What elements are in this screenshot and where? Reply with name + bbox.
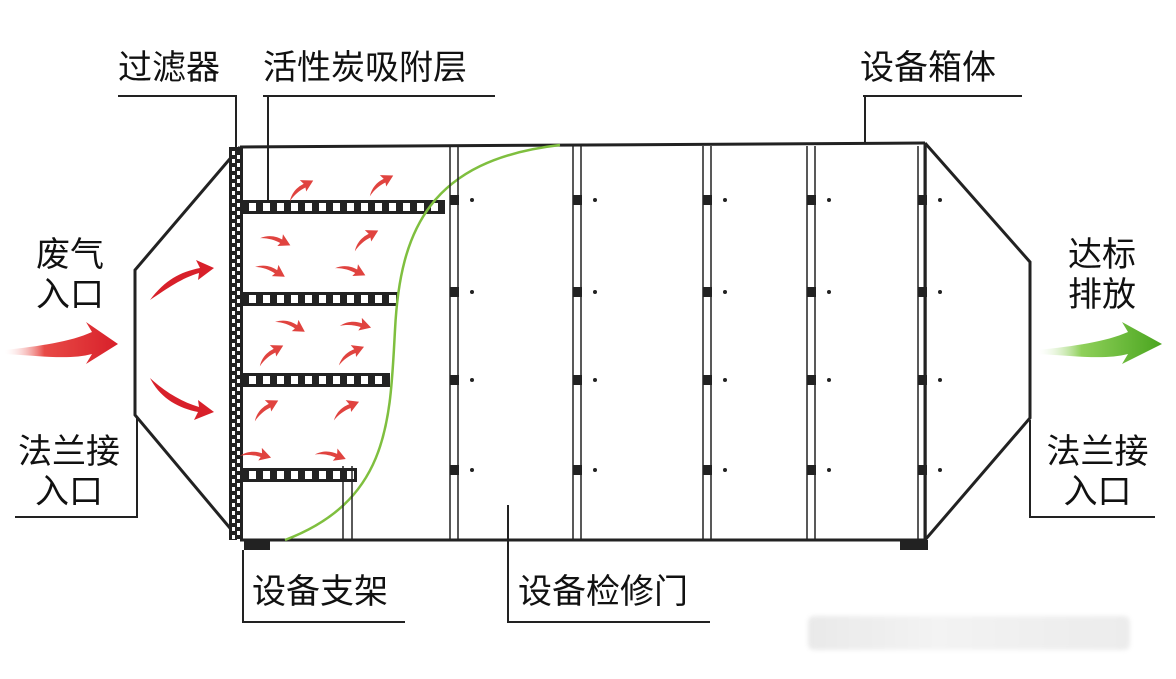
support-foot-left xyxy=(244,540,270,550)
access-door-frames xyxy=(449,146,942,540)
internal-airflow-arrows xyxy=(239,175,394,461)
carbon-layer xyxy=(243,200,445,214)
label-filter: 过滤器 xyxy=(118,48,220,88)
airflow-arrow xyxy=(254,400,279,422)
carbon-layer xyxy=(243,373,390,387)
support-foot-right xyxy=(900,540,928,550)
flow-boundary-curve xyxy=(284,143,561,542)
airflow-arrow xyxy=(334,264,366,276)
label-flange-inlet-left: 法兰接入口 xyxy=(18,432,120,512)
discharge-arrow xyxy=(1038,322,1162,364)
airflow-arrow xyxy=(275,319,305,332)
label-waste-gas-inlet: 废气入口 xyxy=(36,235,104,315)
label-support: 设备支架 xyxy=(252,572,388,612)
carbon-layer xyxy=(243,468,357,482)
airflow-arrow xyxy=(339,317,372,331)
airflow-arrow xyxy=(333,400,360,421)
label-access-door: 设备检修门 xyxy=(518,572,688,612)
airflow-arrow xyxy=(314,448,346,461)
equipment-housing xyxy=(133,141,1032,542)
airflow-arrow xyxy=(259,234,291,246)
carbon-adsorption-layers xyxy=(243,200,445,482)
label-flange-inlet-right: 法兰接入口 xyxy=(1046,432,1149,512)
leader-lines xyxy=(15,95,1155,623)
airflow-arrow xyxy=(354,230,379,252)
airflow-arrow xyxy=(259,345,284,367)
airflow-arrow xyxy=(289,180,314,202)
waste-gas-inlet-arrow xyxy=(5,322,118,364)
inlet-airflow-arrows xyxy=(150,260,214,420)
airflow-arrow xyxy=(255,264,285,277)
label-carbon-layer: 活性炭吸附层 xyxy=(263,48,467,88)
watermark xyxy=(808,616,1130,650)
label-housing: 设备箱体 xyxy=(860,48,996,88)
filter xyxy=(229,147,243,543)
airflow-arrow xyxy=(338,345,365,366)
inner-support-posts xyxy=(342,466,353,540)
carbon-layer xyxy=(243,292,398,306)
airflow-arrow xyxy=(239,447,272,461)
label-discharge: 达标排放 xyxy=(1068,235,1136,315)
airflow-arrow xyxy=(369,175,394,197)
